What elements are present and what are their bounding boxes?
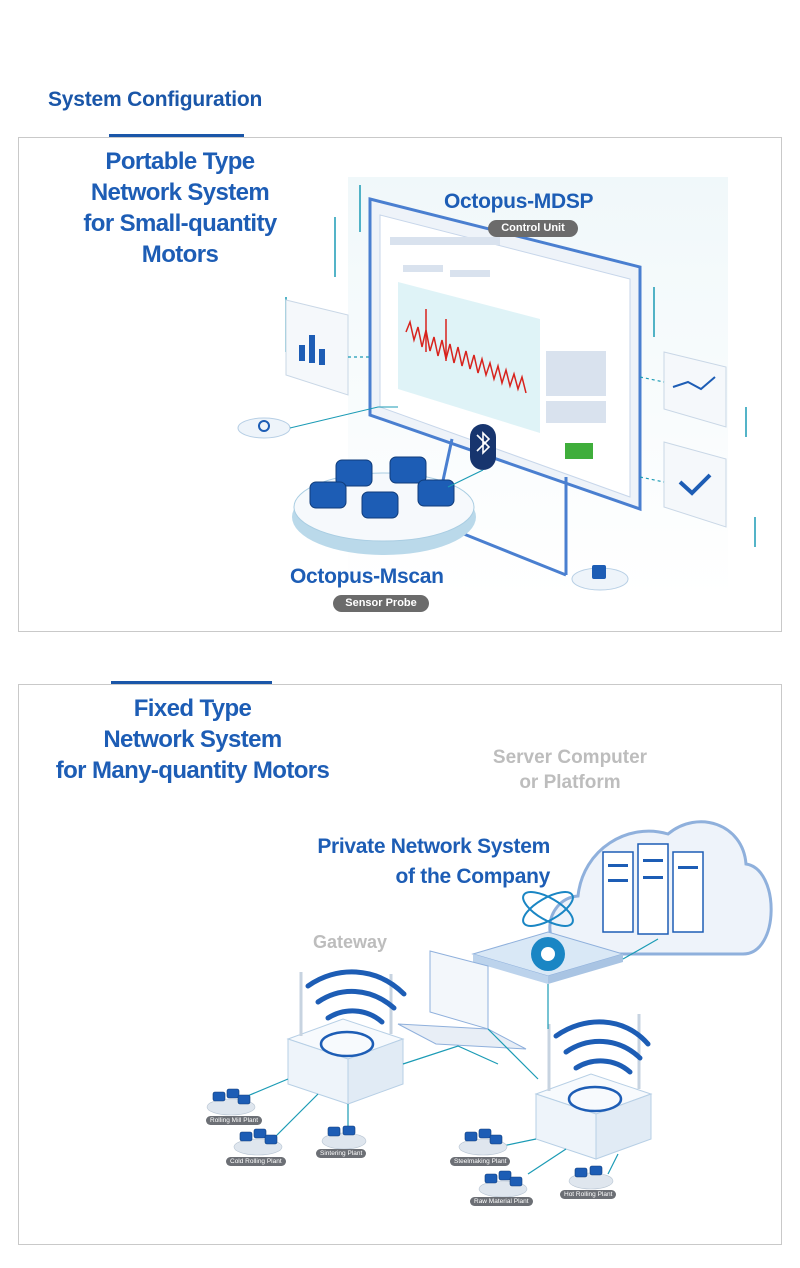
plant-label-raw-material: Raw Material Plant (470, 1197, 533, 1206)
fixed-title: Fixed Type Network System for Many-quant… (20, 693, 365, 786)
portable-title-line: Portable Type (105, 148, 255, 175)
wifi-icon (315, 989, 397, 1011)
server-led (643, 876, 663, 879)
connection-line (289, 406, 398, 429)
wifi-icon (563, 1039, 643, 1061)
portable-title-line: Network System (90, 179, 270, 206)
network-cable (622, 938, 659, 960)
screen-green-button (565, 443, 593, 459)
portable-title-line: for Small-quantity (83, 210, 277, 237)
wifi-icon (325, 1008, 385, 1025)
right-line-card (663, 351, 727, 428)
card-line (672, 376, 716, 391)
screen-table (546, 401, 606, 423)
fixed-panel (18, 684, 782, 1245)
network-cable (607, 1153, 619, 1175)
server-label-line: or Platform (519, 772, 621, 793)
gear-icon (258, 420, 270, 432)
private-network-line: of the Company (395, 865, 551, 888)
portable-illustration (237, 177, 756, 597)
server-led (608, 864, 628, 867)
right-check-card (663, 441, 727, 528)
wifi-icon (305, 969, 407, 997)
fixed-illustration (206, 820, 773, 1198)
fixed-accent-bar (111, 681, 272, 684)
server-led (678, 866, 698, 869)
mscan-badge: Sensor Probe (333, 595, 429, 612)
card-bar (299, 345, 305, 361)
portable-accent-bar (109, 134, 244, 137)
connection-line (639, 476, 665, 483)
fixed-title-line: for Many-quantity Motors (55, 757, 330, 784)
plant-label-cold-rolling: Cold Rolling Plant (226, 1157, 286, 1166)
card-bar (319, 349, 325, 365)
network-cable (402, 1045, 499, 1065)
atom-orbit (522, 891, 574, 927)
server-label: Server Computer or Platform (470, 745, 670, 795)
motor-cluster (321, 1125, 367, 1150)
portable-title-line: Motors (141, 241, 219, 268)
server-led (643, 859, 663, 862)
motor (361, 491, 399, 519)
gear-platform-side (473, 954, 548, 984)
server-rack (637, 843, 669, 935)
server-rack (672, 851, 704, 933)
left-chart-card (285, 299, 349, 396)
plant-label-rolling-mill: Rolling Mill Plant (206, 1116, 263, 1125)
mdsp-badge: Control Unit (488, 220, 578, 237)
network-cable (527, 1148, 567, 1175)
check-icon (678, 473, 712, 496)
laptop-base (397, 1023, 527, 1050)
screen-tab (403, 265, 443, 272)
wifi-icon (573, 1058, 633, 1075)
motor (389, 456, 427, 484)
wifi-icon (553, 1019, 651, 1047)
gateway-ring (567, 1085, 623, 1113)
motor-cluster (568, 1165, 614, 1190)
gateway-label: Gateway (312, 932, 388, 952)
plant-label-steelmaking: Steelmaking Plant (450, 1157, 511, 1166)
screen-toolbar (390, 237, 500, 245)
fixed-title-line: Fixed Type (133, 695, 252, 722)
gear-hub (541, 947, 555, 961)
motor (309, 481, 347, 509)
network-cable (487, 1028, 539, 1080)
section-heading: System Configuration (48, 88, 263, 111)
mdsp-label: Octopus-MDSP (444, 190, 594, 213)
mscan-label: Octopus-Mscan (290, 565, 444, 588)
monitor-plot-area (398, 282, 540, 433)
gear-platform-side (548, 954, 623, 984)
motor-cluster (458, 1128, 508, 1156)
motor-cluster (233, 1128, 283, 1156)
card-bar (309, 335, 315, 363)
plant-label-sintering: Sintering Plant (316, 1149, 367, 1158)
private-network-label: Private Network System of the Company (260, 832, 550, 892)
atom-orbit (522, 891, 574, 927)
motor (417, 479, 455, 507)
motor-cluster (206, 1088, 256, 1116)
plant-label-hot-rolling: Hot Rolling Plant (560, 1190, 617, 1199)
bluetooth-link (447, 469, 484, 488)
private-network-line: Private Network System (317, 835, 550, 858)
storage-icon (592, 565, 606, 579)
server-label-line: Server Computer (492, 747, 648, 768)
screen-tab (450, 270, 490, 277)
bluetooth-icon (476, 431, 491, 455)
portable-title: Portable Type Network System for Small-q… (40, 146, 320, 270)
screen-table (546, 351, 606, 396)
motor (335, 459, 373, 487)
gateway-ring (319, 1030, 375, 1058)
connection-line (639, 376, 665, 383)
fixed-title-line: Network System (103, 726, 282, 753)
server-led (608, 879, 628, 882)
motor-cluster (478, 1170, 528, 1198)
